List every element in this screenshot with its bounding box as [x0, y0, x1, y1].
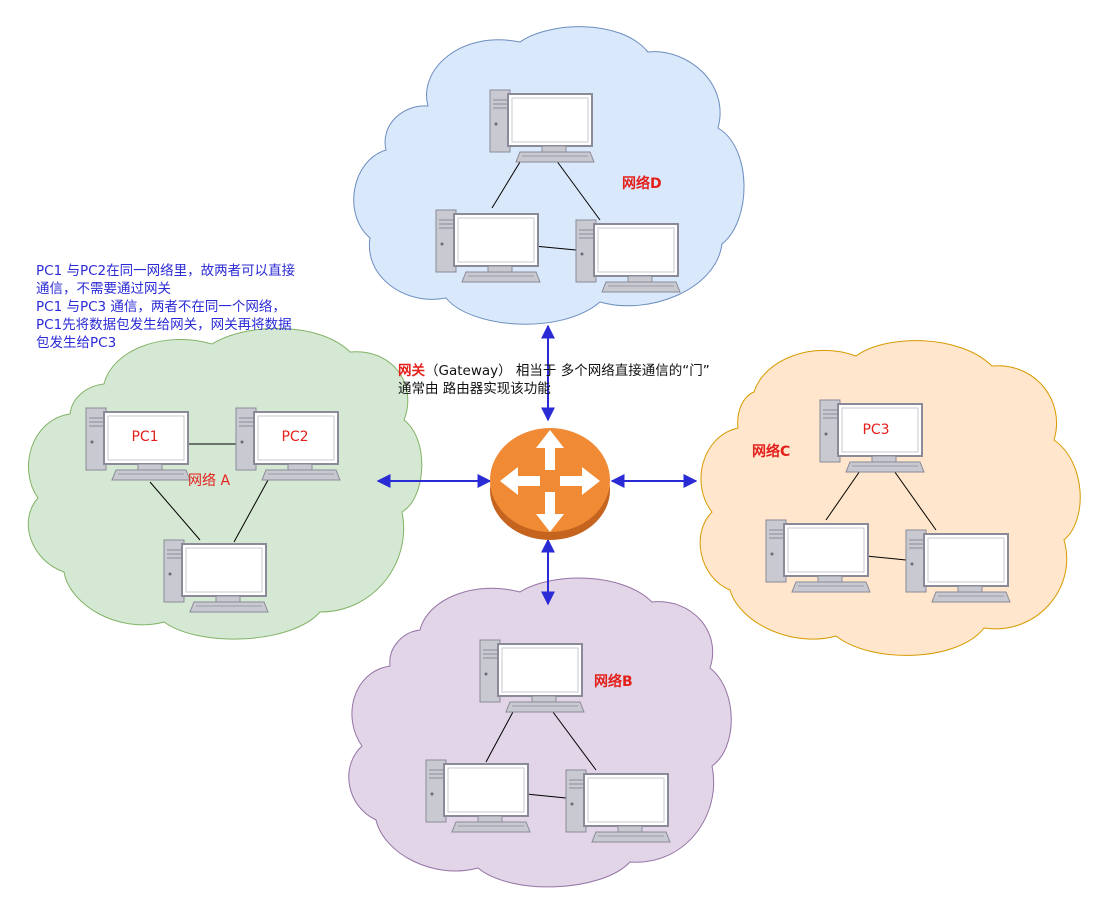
network-d-cloud: [353, 26, 745, 325]
network-a-cloud: [27, 327, 423, 640]
pc2-label: PC2: [281, 429, 308, 445]
note-line: 包发生给PC3: [36, 335, 117, 351]
network-d-label: 网络D: [622, 175, 662, 192]
network-b-label: 网络B: [594, 673, 633, 690]
explanation-note: PC1 与PC2在同一网络里，故两者可以直接 通信，不需要通过网关 PC1 与P…: [36, 262, 366, 352]
gateway-line-1-rest: （Gateway） 相当于 多个网络直接通信的“门”: [425, 363, 710, 379]
router-icon: [490, 428, 610, 540]
network-a-label: 网络 A: [188, 473, 230, 489]
network-c-label: 网络C: [752, 443, 790, 460]
network-b-cloud: [348, 577, 732, 888]
gateway-line-2: 通常由 路由器实现该功能: [398, 381, 551, 397]
note-line: PC1 与PC3 通信，两者不在同一个网络，: [36, 299, 286, 315]
note-line: PC1先将数据包发生给网关，网关再将数据: [36, 317, 292, 333]
note-line: 通信，不需要通过网关: [36, 281, 171, 297]
gateway-line-1: 网关（Gateway） 相当于 多个网络直接通信的“门”: [398, 362, 798, 380]
pc3-label: PC3: [862, 422, 889, 438]
gateway-description: 网关（Gateway） 相当于 多个网络直接通信的“门” 通常由 路由器实现该功…: [398, 362, 798, 398]
note-line: PC1 与PC2在同一网络里，故两者可以直接: [36, 263, 296, 279]
gateway-keyword: 网关: [398, 363, 425, 379]
pc1-label: PC1: [131, 429, 158, 445]
